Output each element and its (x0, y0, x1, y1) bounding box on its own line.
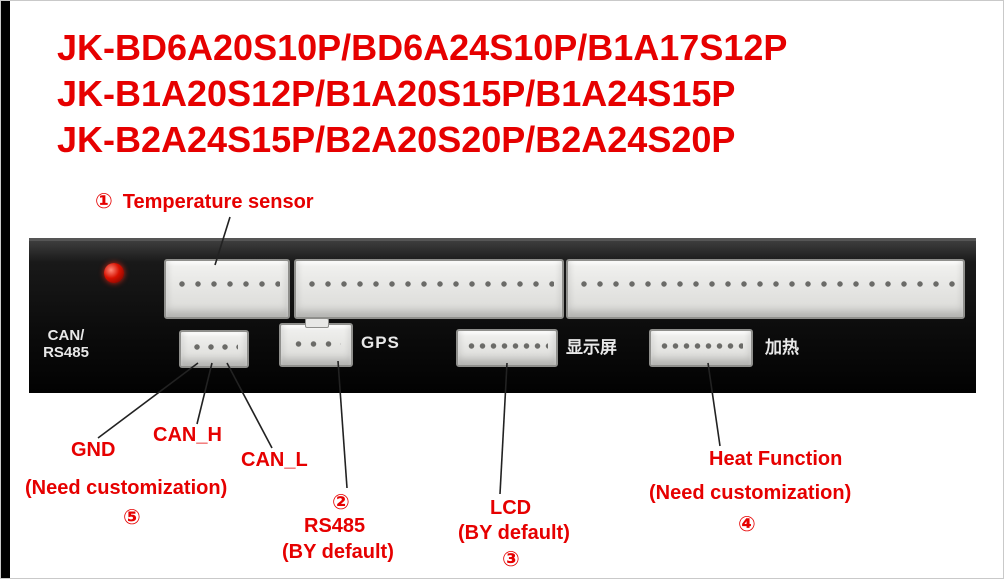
lcd-connector (456, 329, 558, 367)
connector-pins (174, 275, 280, 293)
temp-sensor-callout: ① Temperature sensor (95, 189, 314, 214)
left-border-bar (1, 1, 10, 578)
status-led-indicator (104, 263, 124, 283)
can-l-label: CAN_L (241, 449, 308, 471)
bms-board-photo: CAN/ RS485 GPS 显示屏 加热 (29, 238, 976, 393)
number-3-badge: ③ (502, 548, 520, 571)
heat-silkscreen: 加热 (765, 338, 799, 357)
number-2-badge: ② (332, 491, 350, 514)
balance-wire-connector-left (294, 259, 564, 319)
heat-connector (649, 329, 753, 367)
connector-pins (466, 339, 548, 353)
temp-sensor-connector (164, 259, 290, 319)
model-title-line3: JK-B2A24S15P/B2A20S20P/B2A24S20P (57, 119, 736, 160)
connector-pins (576, 275, 955, 293)
connector-pins (659, 339, 743, 353)
need-customization-right-label: (Need customization) (649, 482, 852, 504)
lcd-by-default-label: (BY default) (458, 522, 570, 544)
number-4-badge: ④ (738, 513, 756, 536)
connector-pins (291, 337, 341, 351)
model-title: JK-BD6A20S10P/BD6A24S10P/B1A17S12P JK-B1… (57, 25, 787, 163)
rs485-label: RS485 (304, 515, 366, 537)
can-rs485-silkscreen-line1: CAN/ (47, 327, 85, 344)
need-customization-left-label: (Need customization) (25, 477, 228, 499)
temp-sensor-number-badge: ① (95, 190, 113, 213)
can-rs485-connector (179, 330, 249, 368)
connector-pins (190, 340, 238, 354)
lcd-label: LCD (490, 497, 532, 519)
model-title-line2: JK-B1A20S12P/B1A20S15P/B1A24S15P (57, 73, 736, 114)
balance-wire-connector-right (566, 259, 965, 319)
heat-function-label: Heat Function (709, 448, 843, 470)
model-title-line1: JK-BD6A20S10P/BD6A24S10P/B1A17S12P (57, 27, 788, 68)
gps-silkscreen: GPS (361, 333, 400, 352)
number-5-badge: ⑤ (123, 506, 141, 529)
gps-connector (279, 318, 353, 367)
temp-sensor-label: Temperature sensor (122, 191, 314, 213)
connector-pins (304, 275, 554, 293)
gnd-label: GND (71, 439, 116, 461)
can-rs485-silkscreen-line2: RS485 (43, 344, 89, 361)
can-h-label: CAN_H (153, 424, 222, 446)
rs485-by-default-label: (BY default) (282, 541, 394, 563)
display-silkscreen: 显示屏 (566, 338, 617, 357)
can-rs485-silkscreen: CAN/ RS485 (34, 327, 98, 361)
